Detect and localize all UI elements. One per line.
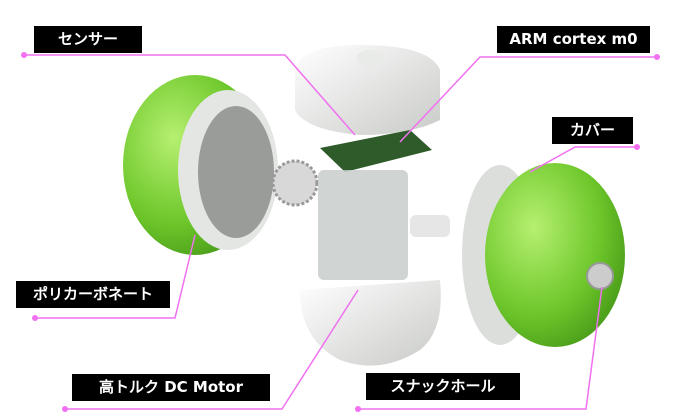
left-cover-shell: [123, 75, 278, 255]
label-sensor: センサー: [34, 26, 142, 53]
label-motor: 高トルク DC Motor: [72, 374, 270, 401]
leader-lines: [24, 54, 657, 410]
shaft: [410, 215, 450, 237]
sensor-housing: [295, 45, 440, 135]
leader-dots: [21, 52, 660, 412]
gear: [271, 159, 319, 207]
label-polycarbonate: ポリカーボネート: [16, 281, 170, 308]
label-snack-hole: スナックホール: [366, 373, 520, 400]
gearbox: [318, 170, 408, 280]
right-cover-shell: [462, 163, 625, 347]
bottom-housing: [300, 280, 441, 366]
circuit-board: [320, 130, 432, 172]
label-cover: カバー: [552, 117, 633, 144]
label-cpu: ARM cortex m0: [497, 26, 650, 53]
